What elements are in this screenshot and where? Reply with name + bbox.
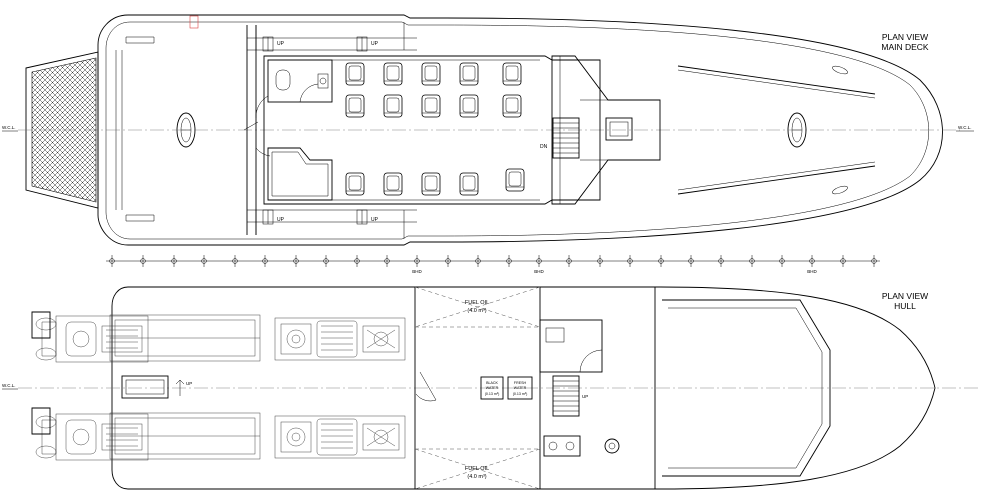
up-label: UP [371, 217, 379, 223]
dn-label: DN [540, 144, 548, 150]
fresh-water-tank [507, 376, 533, 400]
hull-stair-up [552, 375, 580, 417]
frame-station-line: BHD BHD BHD [106, 254, 880, 274]
fuel-tank-label-top: FUEL OIL [465, 300, 489, 306]
up-label: UP [371, 41, 379, 47]
up-label: UP [277, 217, 285, 223]
fresh-water-label-2: WATER [514, 386, 527, 390]
fresh-water-label-1: FRESH [514, 381, 527, 385]
fuel-tank-volume-bottom: (4.0 m³) [467, 474, 486, 480]
cl-label-right: W.C.L. [958, 125, 972, 130]
hull-stair-up-label: UP [582, 394, 588, 399]
passenger-seats [345, 62, 525, 196]
main-deck-toilet [267, 59, 333, 103]
fuel-tank-volume-top: (4.0 m³) [467, 308, 486, 314]
hull-title-line1: PLAN VIEW [882, 291, 928, 301]
main-deck-plan: UP UP UP UP DN W.C.L. W.C.L. PLAN VIEW M… [2, 14, 974, 246]
main-deck-title-line1: PLAN VIEW [882, 32, 928, 42]
sink-unit [543, 435, 581, 457]
hull-round-hatch [604, 438, 620, 454]
cl-label-hull: W.C.L. [2, 383, 16, 388]
bhd-label: BHD [807, 269, 817, 274]
black-water-tank [480, 376, 504, 400]
bhd-label: BHD [534, 269, 544, 274]
black-water-label-2: WATER [486, 386, 499, 390]
cl-label-left: W.C.L. [2, 125, 16, 130]
up-label: UP [277, 41, 285, 47]
bhd-label: BHD [412, 269, 422, 274]
fresh-water-volume: (0.13 m³) [513, 392, 528, 396]
hull-up-label: UP [186, 381, 192, 386]
black-water-volume: (0.13 m³) [485, 392, 500, 396]
main-deck-title-line2: MAIN DECK [881, 42, 929, 52]
black-water-label-1: BLACK [486, 381, 498, 385]
hull-toilet [539, 319, 603, 373]
hull-title-line2: HULL [894, 301, 916, 311]
starboard-engine-assembly [35, 412, 406, 461]
hull-plan: PLAN VIEW HULL W.C.L. FUEL OIL (4.0 m³) … [2, 286, 980, 490]
port-engine-assembly [35, 314, 406, 363]
stair-down [552, 117, 580, 159]
up-marker [262, 36, 368, 225]
fuel-tank-label-bottom: FUEL OIL [465, 466, 489, 472]
